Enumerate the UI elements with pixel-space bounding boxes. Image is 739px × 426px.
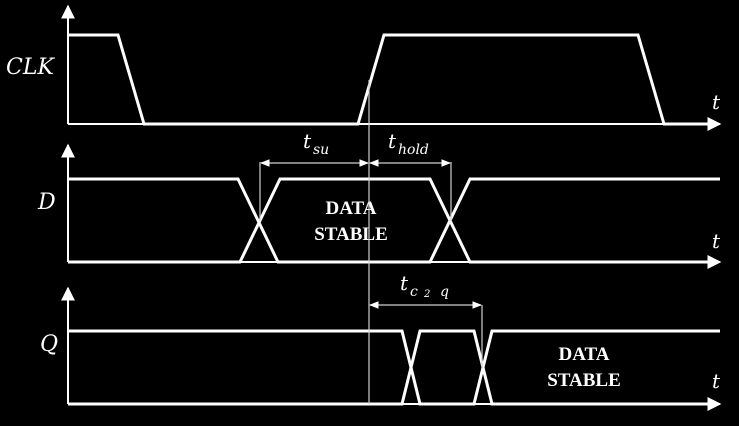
thold-label-main: t (388, 129, 397, 153)
thold-label: t hold (388, 129, 429, 158)
q-waveform-high (68, 329, 720, 406)
tsu-label-main: t (303, 129, 312, 153)
d-label: D (37, 190, 56, 215)
q-t-label: t (712, 369, 721, 393)
q-row: Q t DATA STABLE (40, 286, 722, 411)
clk-waveform (68, 33, 714, 126)
thold-label-sub: hold (398, 142, 429, 158)
tc2q-label-sub1: c (410, 284, 418, 300)
q-data-stable-line2: STABLE (547, 370, 621, 391)
tc2q-label-main: t (400, 271, 409, 295)
d-t-label: t (712, 229, 721, 253)
clk-t-label: t (712, 90, 721, 114)
d-waveform-high (68, 177, 720, 264)
d-data-stable-line2: STABLE (314, 224, 388, 245)
q-waveform-low (68, 329, 714, 406)
q-data-stable-line1: DATA (558, 344, 609, 365)
q-label: Q (40, 332, 58, 357)
d-data-stable-line1: DATA (325, 198, 376, 219)
clk-label: CLK (6, 55, 55, 80)
tsu-label: t su (303, 129, 329, 158)
tc2q-label: t c 2 q (400, 271, 449, 300)
tsu-label-sub: su (313, 142, 329, 158)
tc2q-label-sub3: q (440, 284, 449, 300)
tc2q-label-sub2: 2 (423, 289, 430, 300)
clk-row: CLK t (6, 4, 722, 131)
d-waveform-low (68, 177, 714, 264)
